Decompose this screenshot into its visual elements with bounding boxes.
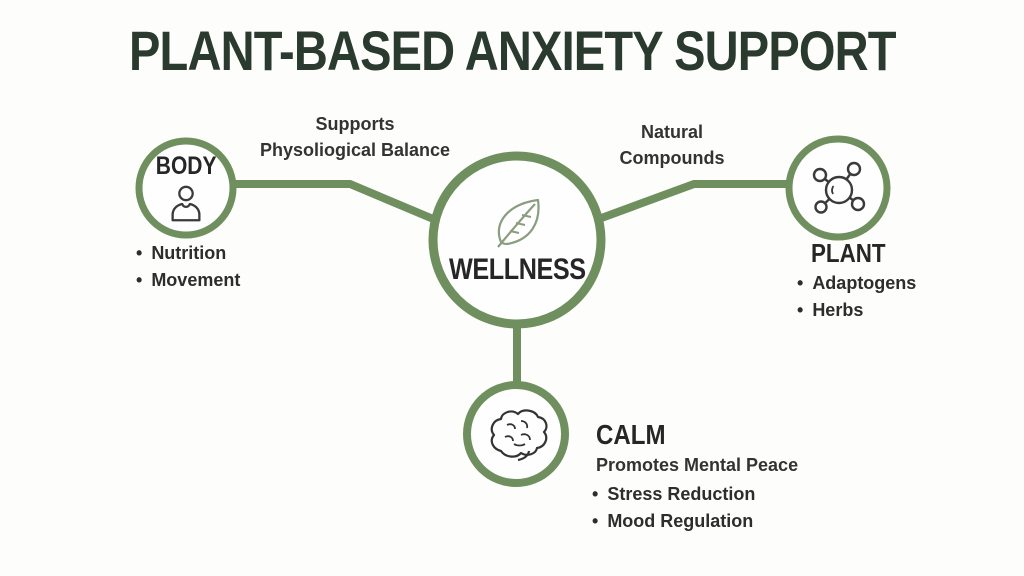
body-node-label: BODY (155, 152, 217, 181)
body-node: BODY (139, 144, 233, 234)
person-icon (165, 180, 207, 225)
edge-label-body-wellness: Supports Physoliogical Balance (245, 111, 465, 163)
calm-node-details: CALM Promotes Mental Peace Stress Reduct… (592, 420, 798, 535)
calm-bullet-list: Stress Reduction Mood Regulation (592, 481, 798, 535)
list-item: Nutrition (136, 240, 240, 267)
wellness-node-circle (428, 151, 606, 329)
body-bullet-list: Nutrition Movement (136, 240, 240, 294)
connector-wellness-plant (594, 180, 794, 224)
molecule-icon (806, 156, 870, 220)
brain-icon (470, 391, 562, 479)
edge-label-wellness-plant: Natural Compounds (597, 119, 747, 171)
page-title-text: PLANT-BASED ANXIETY SUPPORT (128, 19, 896, 82)
edge-label-line: Natural (640, 122, 703, 142)
wellness-node: WELLNESS (435, 163, 599, 317)
connector-body-wellness (228, 180, 440, 225)
plant-bullet-list: Adaptogens Herbs (797, 270, 916, 324)
leaf-icon (488, 194, 546, 252)
body-node-circle (135, 137, 237, 239)
list-item: Herbs (797, 297, 916, 324)
page-title: PLANT-BASED ANXIETY SUPPORT (0, 18, 1024, 83)
list-item: Adaptogens (797, 270, 916, 297)
calm-node-label: CALM (596, 419, 666, 450)
edge-label-line: Supports (315, 114, 395, 134)
list-item: Stress Reduction (592, 481, 798, 508)
body-node-details: Nutrition Movement (136, 237, 240, 294)
edge-label-line: Physoliogical Balance (259, 140, 451, 160)
calm-node-subtitle: Promotes Mental Peace (596, 455, 799, 476)
plant-node-label: PLANT (811, 238, 886, 268)
plant-node-details: PLANT Adaptogens Herbs (797, 238, 916, 324)
list-item: Movement (136, 267, 240, 294)
list-item: Mood Regulation (592, 508, 798, 535)
edge-label-line: Compounds (619, 148, 725, 168)
wellness-node-label: WELLNESS (448, 253, 586, 287)
